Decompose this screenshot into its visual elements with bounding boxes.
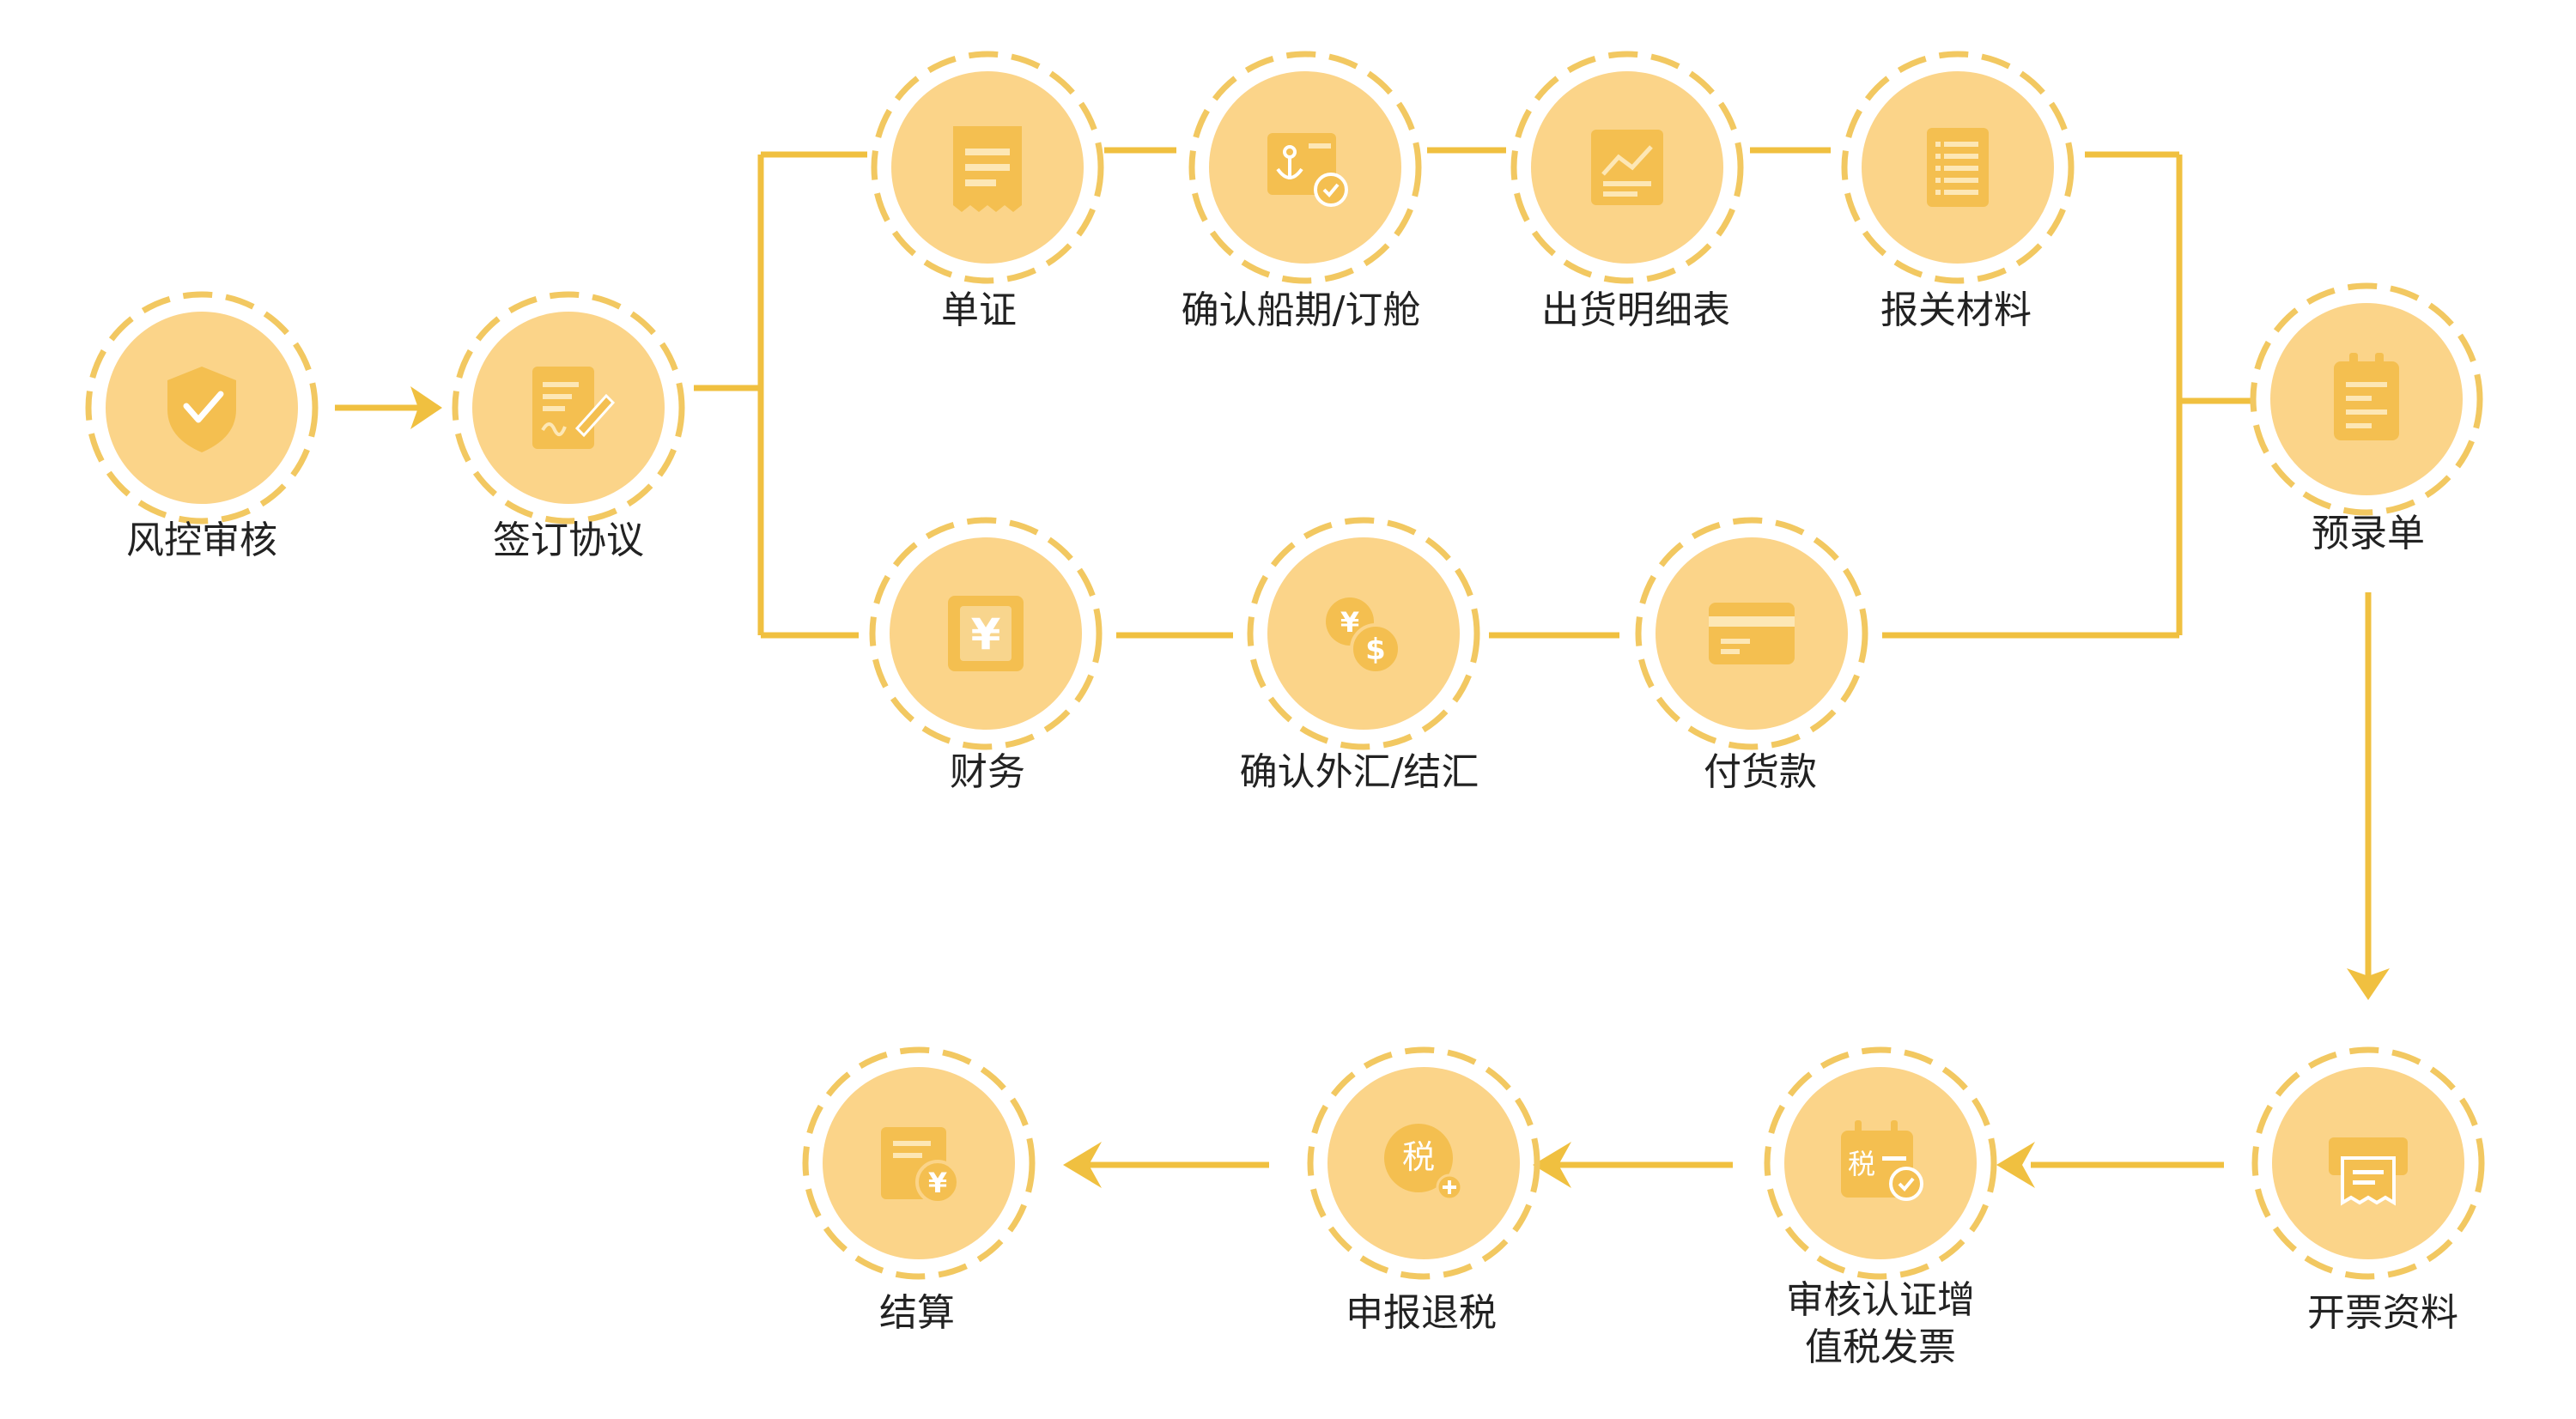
node-invoice-materials — [2251, 1046, 2485, 1280]
node-payment — [1635, 517, 1868, 750]
node-label-confirm-fx: 确认外汇/结汇 — [1239, 750, 1479, 794]
receipt-icon — [953, 126, 1022, 212]
node-dashed-ring — [1247, 517, 1480, 750]
node-customs-materials — [1841, 51, 2075, 284]
node-pre-entry — [2250, 282, 2483, 516]
node-dashed-ring — [452, 291, 685, 525]
arrowhead-risk-to-sign — [410, 386, 442, 429]
tax-plus-icon: 税 — [1384, 1124, 1463, 1201]
node-dashed-ring — [1635, 517, 1868, 750]
svg-text:¥: ¥ — [971, 609, 1001, 659]
node-dashed-ring — [1841, 51, 2075, 284]
svg-text:¥: ¥ — [928, 1167, 947, 1199]
node-dashed-ring — [871, 51, 1104, 284]
node-dashed-ring — [85, 291, 319, 525]
node-dashed-ring — [1764, 1046, 1997, 1280]
node-label-finance: 财务 — [950, 750, 1025, 794]
node-tax-refund: 税 — [1307, 1046, 1540, 1280]
node-label-invoice-materials: 开票资料 — [2307, 1291, 2458, 1335]
node-finance: ¥ — [869, 517, 1103, 750]
tax-calendar-icon: 税 — [1841, 1120, 1923, 1201]
currency-coins-icon: ¥$ — [1326, 597, 1401, 675]
node-dashed-ring — [802, 1046, 1036, 1280]
yen-document-icon: ¥ — [948, 596, 1024, 671]
node-sign-agreement — [452, 291, 685, 525]
node-dashed-ring — [1188, 51, 1422, 284]
yen-bill-icon: ¥ — [881, 1127, 960, 1204]
svg-text:$: $ — [1365, 633, 1386, 667]
node-dashed-ring — [1510, 51, 1744, 284]
card-icon — [1709, 603, 1795, 664]
node-risk-control — [85, 291, 319, 525]
svg-text:¥: ¥ — [1340, 606, 1359, 639]
anchor-document-icon — [1267, 133, 1348, 207]
node-dashed-ring — [2250, 282, 2483, 516]
node-dashed-ring — [1307, 1046, 1540, 1280]
node-label-verify-vat: 审核认证增值税发票 — [1752, 1276, 2009, 1371]
node-label-tax-refund: 申报退税 — [1346, 1291, 1497, 1335]
node-label-pre-entry: 预录单 — [2312, 512, 2425, 555]
node-dashed-ring — [869, 517, 1103, 750]
node-label-line: 值税发票 — [1805, 1325, 1956, 1369]
node-label-risk-control: 风控审核 — [126, 518, 277, 562]
node-verify-vat: 税 — [1764, 1046, 1997, 1280]
connector-lines — [335, 147, 2372, 1168]
checklist-icon — [1927, 128, 1989, 207]
node-label-documents: 单证 — [941, 288, 1017, 332]
node-dashed-ring — [2251, 1046, 2485, 1280]
svg-text:税: 税 — [1402, 1138, 1435, 1176]
node-label-payment: 付货款 — [1704, 750, 1817, 794]
clipboard-icon — [2334, 353, 2399, 440]
shield-check-icon — [167, 367, 236, 452]
arrow-heads — [410, 386, 2390, 1188]
arrowhead-vat-to-refund — [1533, 1142, 1571, 1188]
chart-document-icon — [1591, 130, 1663, 205]
document-sign-icon — [532, 367, 616, 449]
node-confirm-fx: ¥$ — [1247, 517, 1480, 750]
svg-text:税: 税 — [1848, 1148, 1875, 1180]
node-shipment-detail — [1510, 51, 1744, 284]
node-label-customs-materials: 报关材料 — [1880, 288, 2032, 332]
node-documents — [871, 51, 1104, 284]
node-label-line: 审核认证增 — [1786, 1278, 1975, 1322]
node-label-shipment-detail: 出货明细表 — [1541, 288, 1730, 332]
node-label-confirm-shipping: 确认船期/订舱 — [1181, 288, 1421, 332]
arrowhead-preentry-to-invoice — [2347, 968, 2390, 1000]
nodes-layer: ¥¥$税税¥ — [85, 51, 2485, 1280]
node-label-settlement: 结算 — [879, 1291, 955, 1335]
node-settlement: ¥ — [802, 1046, 1036, 1280]
node-confirm-shipping — [1188, 51, 1422, 284]
printer-icon — [2329, 1137, 2408, 1206]
node-label-sign-agreement: 签订协议 — [493, 518, 644, 562]
arrowhead-refund-to-settlement — [1063, 1142, 1102, 1188]
arrowhead-invoice-to-vat — [1996, 1142, 2035, 1188]
